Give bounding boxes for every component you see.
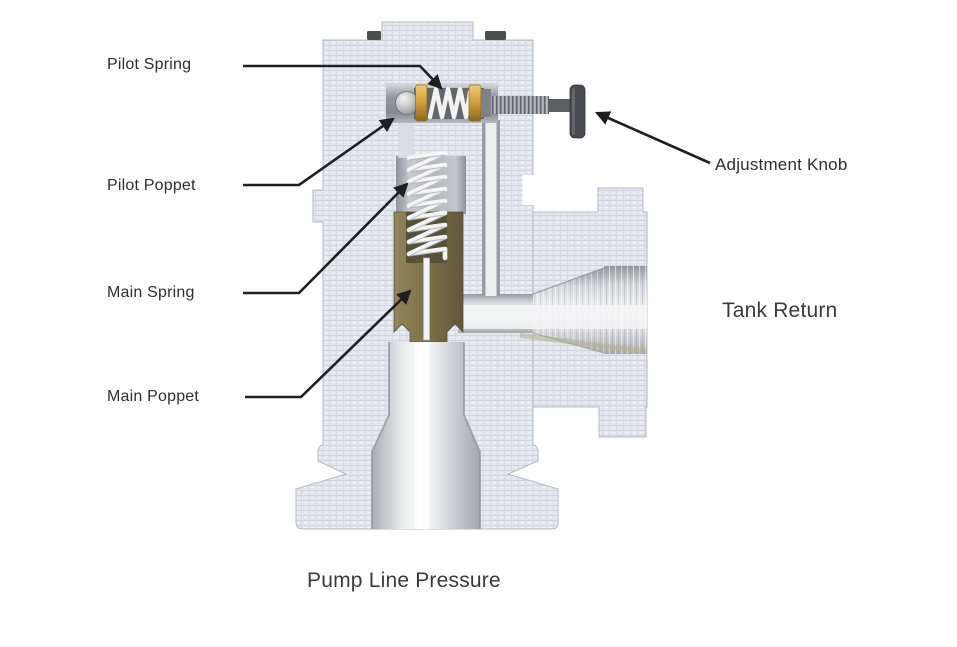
label-pilot-poppet: Pilot Poppet (107, 177, 196, 194)
label-main-spring: Main Spring (107, 284, 195, 301)
tank-return-bore (458, 266, 647, 354)
adjustment-screw-shaft (549, 99, 571, 112)
spring-retainer-right (468, 84, 482, 122)
body-edge-notch (522, 175, 534, 205)
leader-arrow-pilot-poppet (243, 117, 395, 187)
leader-arrow-adjustment-knob (595, 111, 711, 165)
leader-arrow-pilot-spring (243, 64, 443, 90)
label-pump-line-pressure: Pump Line Pressure (307, 569, 501, 592)
leader-arrow-main-spring (243, 182, 409, 295)
label-pilot-spring: Pilot Spring (107, 56, 192, 73)
main-spring-part (406, 150, 448, 261)
label-adjustment-knob: Adjustment Knob (715, 155, 848, 174)
top-tab-right (485, 31, 506, 40)
poppet-stem (423, 257, 430, 341)
label-tank-return: Tank Return (722, 299, 838, 322)
pilot-poppet-ball (395, 91, 419, 115)
main-stage (371, 120, 481, 529)
adjustment-screw-threads (491, 96, 549, 114)
spring-retainer-left (415, 84, 428, 122)
leader-arrow-main-poppet (245, 289, 412, 399)
pilot-spring-part (427, 86, 473, 120)
pilot-stage (386, 83, 586, 296)
top-tab-left (367, 31, 381, 40)
leader-lines (243, 64, 711, 399)
label-main-poppet: Main Poppet (107, 388, 200, 405)
pilot-drain-tube (482, 120, 500, 296)
